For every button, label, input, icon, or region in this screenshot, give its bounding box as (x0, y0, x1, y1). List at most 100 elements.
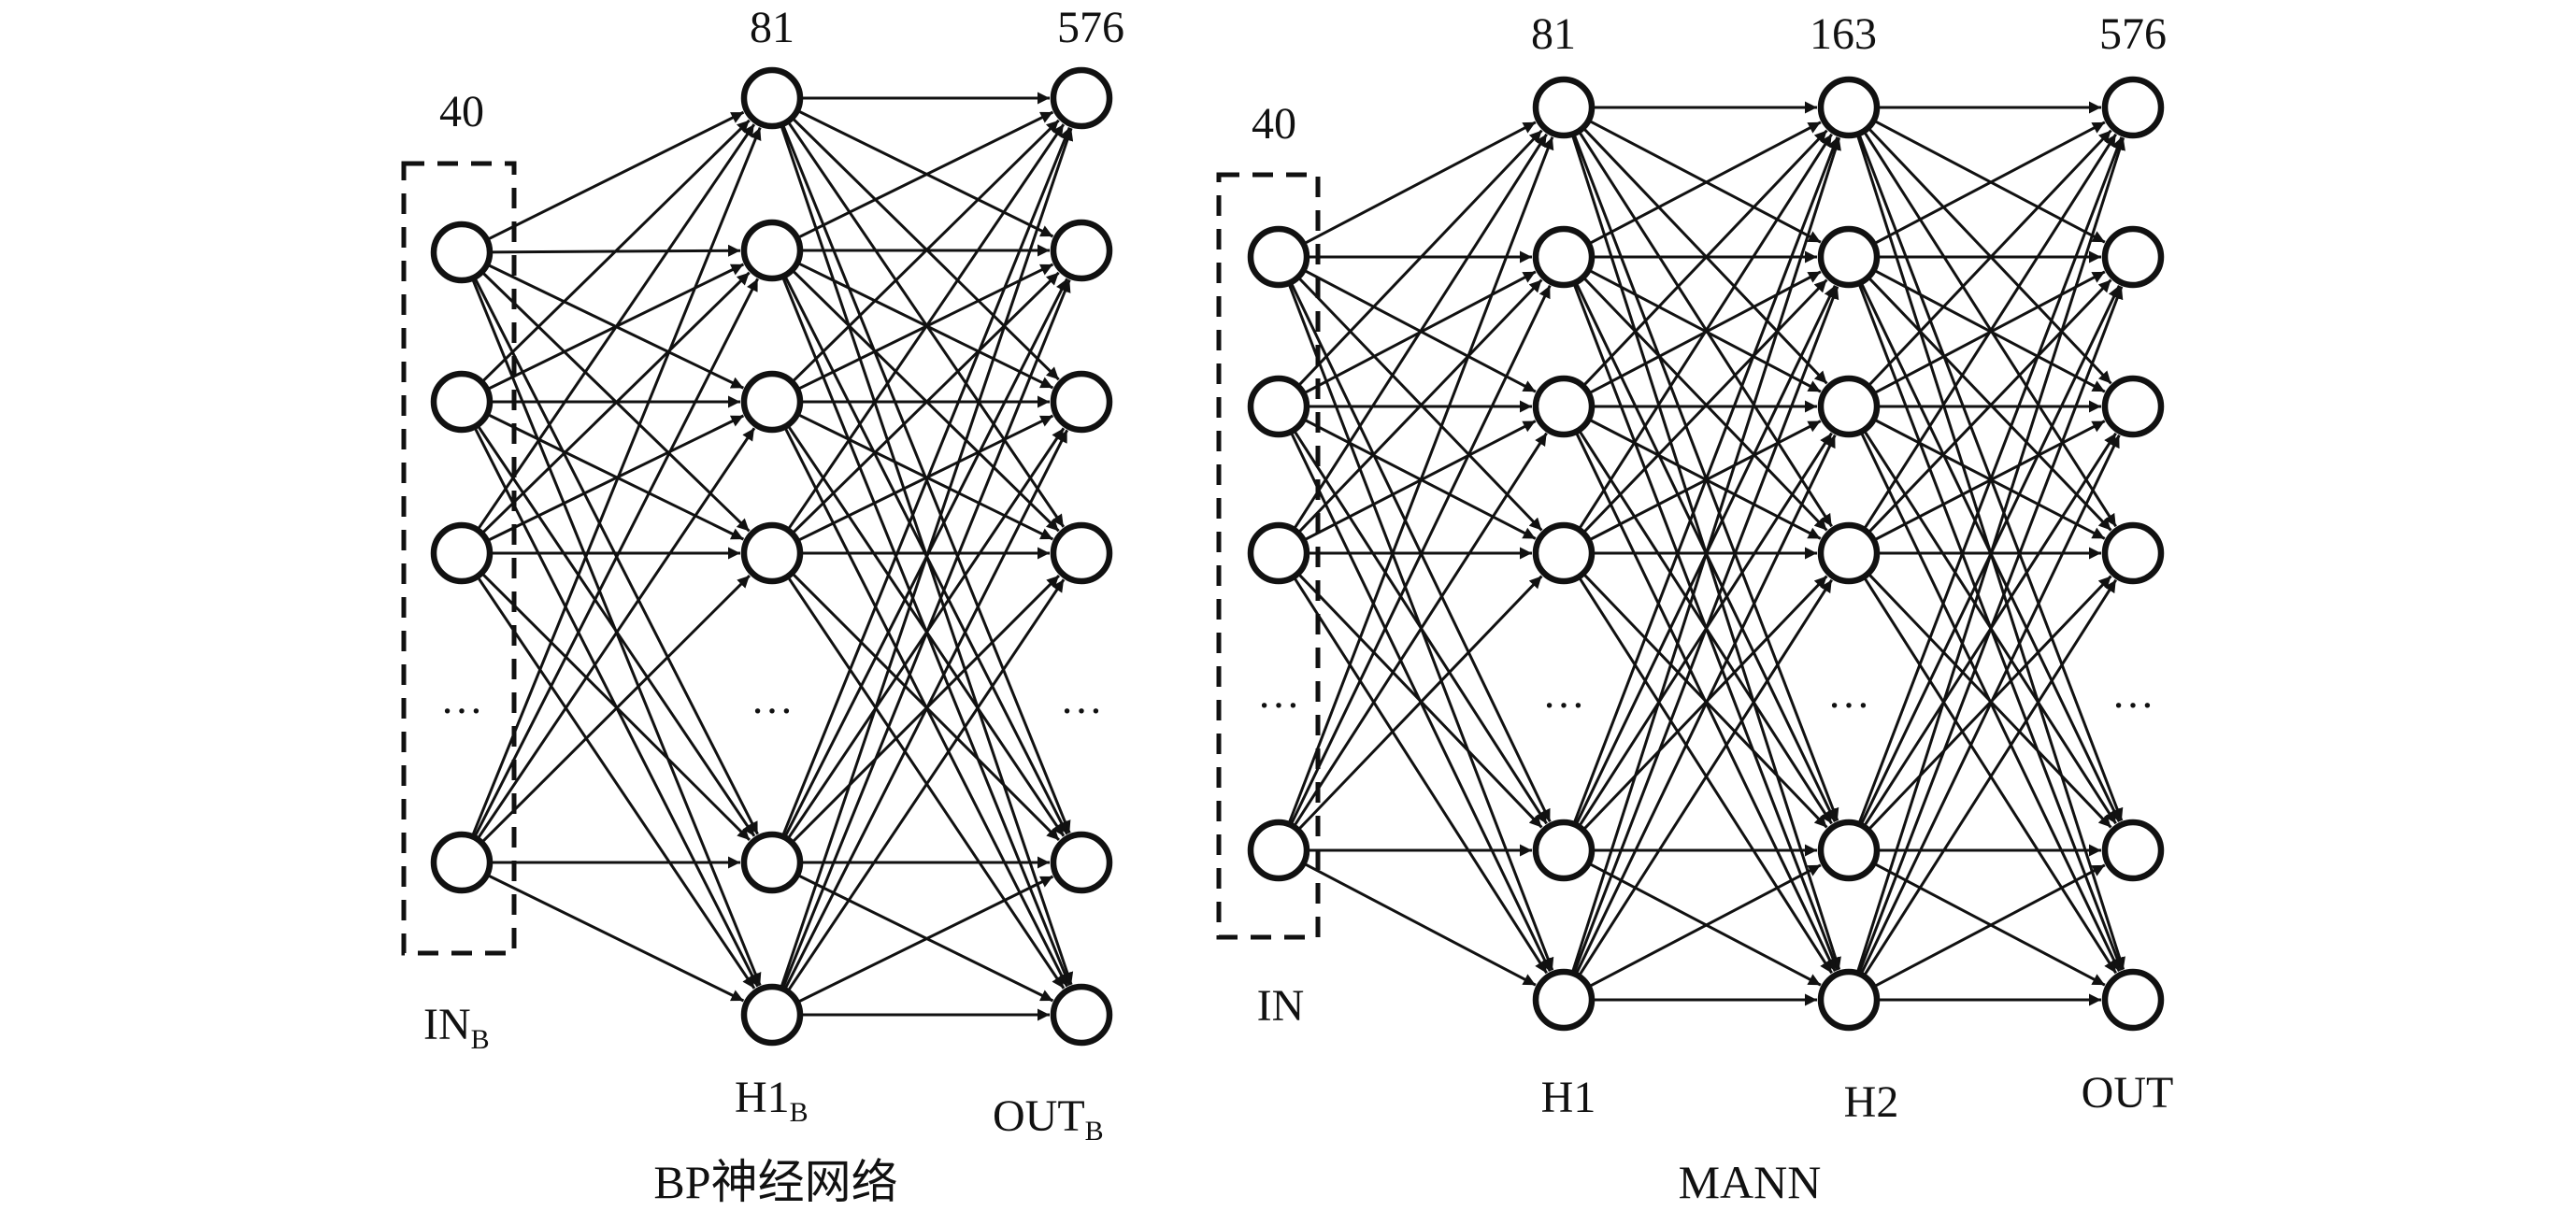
mann-hidden2-to-mann-output-edge (1862, 576, 2118, 975)
mann-hidden1-neuron (1532, 76, 1596, 139)
bp-output-neuron (1050, 370, 1113, 434)
bp-output-label-subscript: B (1085, 1116, 1104, 1147)
mann-hidden2-label: H2 (1844, 1077, 1899, 1127)
mann-hidden2-neuron (1817, 76, 1881, 139)
mann-output-ellipsis: … (2111, 669, 2154, 717)
mann-input-to-mann-hidden1-edge (1296, 278, 1543, 534)
mann-hidden1-to-mann-hidden2-edge (1570, 136, 1841, 974)
mann-hidden1-to-mann-hidden2-edge (1587, 862, 1822, 987)
mann-hidden1-to-mann-hidden2-edge (1587, 121, 1822, 246)
mann-hidden2-to-mann-output-edge (1867, 572, 2112, 829)
bp-output-label: OUTB (993, 1091, 1104, 1147)
bp-output-neuron (1050, 66, 1113, 130)
bp-hidden-to-bp-output-edge (791, 572, 1061, 842)
mann-hidden1-to-mann-hidden2-edge (1581, 276, 1828, 532)
bp-hidden-to-bp-output-edge (796, 108, 1054, 238)
mann-hidden2-to-mann-output-edge (1872, 121, 2106, 246)
bp-hidden-to-bp-output-edge (796, 875, 1054, 1004)
bp-hidden-to-bp-output-edge (796, 261, 1054, 390)
mann-output-count: 576 (2099, 9, 2167, 59)
mann-hidden2-to-mann-output-edge (1859, 435, 2121, 976)
mann-hidden1-neuron (1532, 521, 1596, 585)
bp-hidden-to-bp-output-edge (796, 873, 1054, 1003)
mann-network-title: MANN (1679, 1156, 1822, 1208)
bp-input-neuron (430, 370, 494, 434)
mann-input-to-mann-hidden1-edge (1292, 133, 1548, 531)
bp-input-to-bp-hidden-edge (480, 271, 751, 535)
bp-hidden-to-bp-output-edge (780, 278, 1071, 990)
bp-hidden-to-bp-output-edge (791, 119, 1060, 384)
mann-input-to-mann-hidden1-edge (1292, 432, 1548, 828)
mann-hidden2-to-mann-output-edge (1862, 130, 2117, 528)
bp-output-count: 576 (1057, 3, 1124, 52)
mann-hidden2-to-mann-output-edge (1855, 136, 2125, 974)
mann-hidden1-to-mann-hidden2-edge (1574, 434, 1837, 976)
mann-output-neuron (2101, 375, 2165, 438)
mann-hidden1-to-mann-hidden2-edge (1587, 418, 1822, 540)
mann-hidden1-ellipsis: … (1542, 669, 1585, 717)
mann-hidden2-ellipsis: … (1827, 669, 1870, 717)
bp-network: 40 81 576 … … … INB H1B OUTB BP神经网络 (423, 3, 1124, 1208)
bp-output-neuron (1050, 983, 1113, 1047)
bp-hidden-neuron (740, 66, 804, 130)
mann-hidden1-neuron (1532, 375, 1596, 438)
bp-output-ellipsis: … (1060, 675, 1103, 722)
mann-hidden1-neuron (1532, 225, 1596, 289)
mann-input-to-mann-hidden1-edge (1302, 862, 1537, 987)
bp-hidden-to-bp-output-edge (786, 576, 1066, 990)
bp-input-neuron (430, 831, 494, 894)
bp-input-to-bp-hidden-edge (470, 126, 762, 837)
bp-hidden-to-bp-output-edge (786, 424, 1066, 837)
mann-hidden1-to-mann-hidden2-edge (1577, 429, 1833, 825)
mann-output-neuron (2101, 521, 2165, 585)
bp-input-to-bp-hidden-edge (476, 123, 756, 532)
mann-input-to-mann-hidden1-edge (1296, 129, 1543, 388)
bp-hidden-to-bp-output-edge (780, 126, 1071, 837)
bp-hidden-to-bp-output-edge (796, 110, 1054, 240)
mann-input-label: IN (1257, 981, 1305, 1031)
mann-network: 40 81 163 576 … … … … IN H1 H2 OUT MANN (1252, 9, 2173, 1208)
mann-input-to-mann-hidden1-edge (1296, 575, 1543, 832)
bp-hidden-to-bp-output-edge (796, 412, 1054, 541)
bp-input-ellipsis: … (440, 675, 483, 722)
mann-hidden2-to-mann-output-edge (1862, 578, 2118, 977)
bp-hidden-to-bp-output-edge (786, 123, 1066, 532)
mann-hidden2-neuron (1817, 968, 1881, 1032)
bp-output-neuron (1050, 219, 1113, 282)
bp-output-neuron (1050, 831, 1113, 894)
mann-hidden2-neuron (1817, 521, 1881, 585)
mann-hidden1-count: 81 (1531, 9, 1576, 59)
mann-hidden2-to-mann-output-edge (1872, 418, 2106, 540)
bp-hidden-label-subscript: B (790, 1097, 809, 1128)
bp-input-to-bp-hidden-edge (476, 427, 756, 840)
bp-input-neuron (430, 221, 494, 284)
bp-input-to-bp-hidden-edge (486, 873, 745, 1003)
mann-hidden2-to-mann-output-edge (1872, 863, 2106, 989)
bp-input-count: 40 (439, 87, 484, 136)
mann-output-neuron (2101, 968, 2165, 1032)
bp-network-title: BP神经网络 (653, 1156, 897, 1208)
mann-hidden2-to-mann-output-edge (1857, 286, 2124, 975)
mann-hidden1-neuron (1532, 968, 1596, 1032)
bp-input-to-bp-hidden-edge (480, 572, 751, 842)
mann-hidden1-to-mann-hidden2-edge (1577, 133, 1833, 531)
mann-hidden2-to-mann-output-edge (1872, 862, 2106, 987)
mann-hidden2-to-mann-output-edge (1862, 429, 2117, 825)
bp-input-to-bp-hidden-edge (476, 576, 756, 990)
bp-hidden-to-bp-output-edge (786, 578, 1066, 992)
bp-input-to-bp-hidden-edge (480, 119, 751, 384)
mann-input-neuron (1247, 819, 1310, 882)
mann-hidden1-to-mann-hidden2-edge (1587, 863, 1822, 989)
mann-input-to-mann-hidden1-edge (1287, 136, 1554, 825)
bp-input-label-subscript: B (471, 1024, 490, 1055)
bp-hidden-to-bp-output-edge (791, 271, 1060, 535)
mann-hidden2-to-mann-output-edge (1862, 133, 2117, 531)
bp-hidden-neuron (740, 370, 804, 434)
mann-hidden1-to-mann-hidden2-edge (1581, 129, 1828, 388)
mann-hidden2-count: 163 (1810, 9, 1877, 59)
mann-input-count: 40 (1252, 99, 1296, 149)
bp-hidden-label: H1B (735, 1073, 809, 1128)
bp-hidden-to-bp-output-edge (780, 127, 1074, 990)
bp-input-neuron (430, 521, 494, 585)
